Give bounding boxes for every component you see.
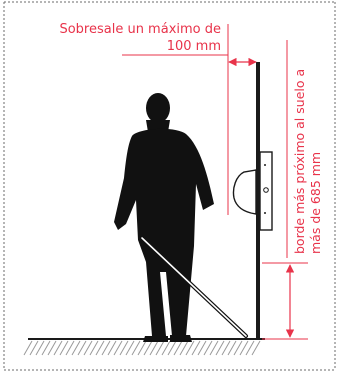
floor-hatch-line xyxy=(89,340,99,356)
floor-hatch-line xyxy=(131,340,141,356)
floor-hatch-line xyxy=(35,340,45,356)
floor-hatch-line xyxy=(161,340,171,356)
floor-hatch-line xyxy=(107,340,117,356)
floor-hatch-line xyxy=(227,340,237,356)
floor-hatch-line xyxy=(251,340,261,356)
protrusion-label-line2: 100 mm xyxy=(167,39,221,54)
floor-hatch-line xyxy=(125,340,135,356)
floor-hatch-line xyxy=(77,340,87,356)
floor-hatch-line xyxy=(233,340,243,356)
floor-hatch-line xyxy=(173,340,183,356)
floor-hatch-line xyxy=(65,340,75,356)
floor-hatch-line xyxy=(53,340,63,356)
floor-hatch-line xyxy=(185,340,195,356)
height-label-line1: borde más próximo al suelo a xyxy=(292,69,307,254)
floor-hatch-line xyxy=(29,340,39,356)
floor-hatch-line xyxy=(47,340,57,356)
height-dimension xyxy=(262,40,308,340)
floor-hatch-line xyxy=(155,340,165,356)
protrusion-label-line1: Sobresale un máximo de xyxy=(59,22,221,37)
floor-hatch-line xyxy=(95,340,105,356)
floor-hatch-line xyxy=(137,340,147,356)
floor-hatch-line xyxy=(119,340,129,356)
wall xyxy=(256,62,260,340)
floor-hatch-line xyxy=(197,340,207,356)
floor-hatch-line xyxy=(209,340,219,356)
protrusion-dimension xyxy=(122,24,257,215)
wall-mounted-object xyxy=(232,151,273,231)
floor-hatch-line xyxy=(149,340,159,356)
floor-hatch-line xyxy=(167,340,177,356)
dashed-frame xyxy=(3,1,336,371)
floor-hatch-line xyxy=(221,340,231,356)
floor-hatch-line xyxy=(113,340,123,356)
floor-hatch-line xyxy=(101,340,111,356)
floor-hatch-line xyxy=(203,340,213,356)
floor-hatch-line xyxy=(143,340,153,356)
person-silhouette xyxy=(114,93,214,342)
floor-hatch-line xyxy=(59,340,69,356)
floor-hatch-line xyxy=(191,340,201,356)
floor-hatch-line xyxy=(41,340,51,356)
floor-hatch-line xyxy=(215,340,225,356)
floor-hatch-line xyxy=(23,340,33,356)
floor-hatch-line xyxy=(239,340,249,356)
floor-hatch-line xyxy=(83,340,93,356)
floor-hatch-line xyxy=(179,340,189,356)
height-label-line2: más de 685 mm xyxy=(308,152,323,254)
floor-hatch-line xyxy=(71,340,81,356)
floor-hatch-line xyxy=(245,340,255,356)
